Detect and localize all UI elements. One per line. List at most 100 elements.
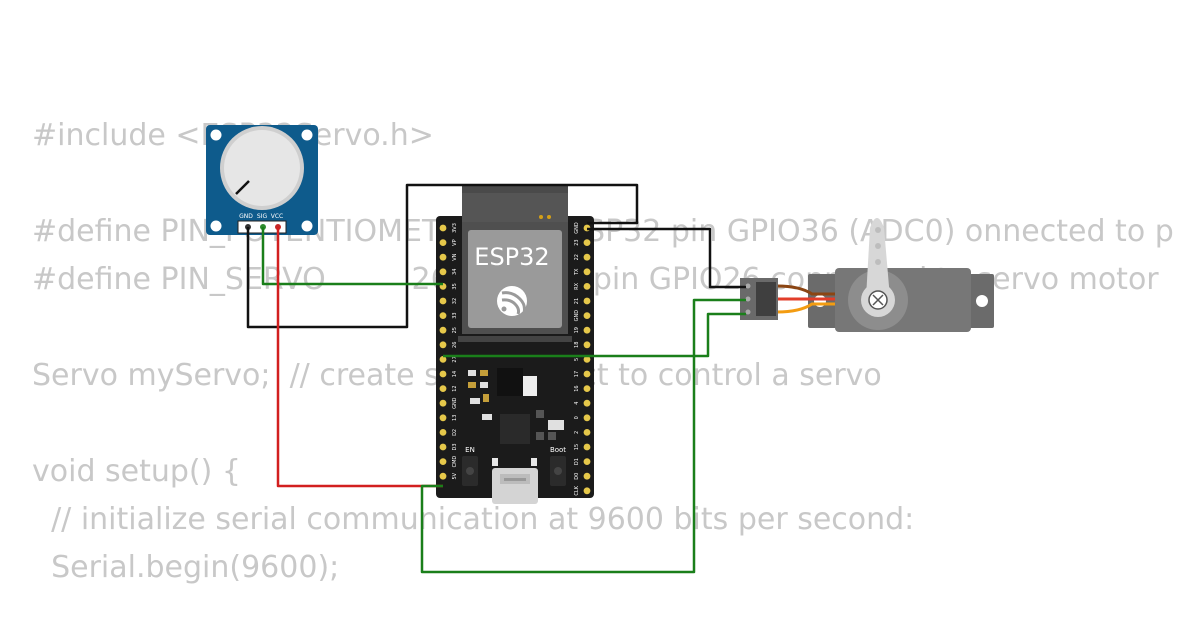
micro-usb-port[interactable] xyxy=(492,468,538,504)
header-pin[interactable] xyxy=(439,326,447,334)
header-pin[interactable] xyxy=(583,458,591,465)
header-pin[interactable] xyxy=(439,472,447,480)
pin-label: 32 xyxy=(452,298,458,304)
header-pin[interactable] xyxy=(583,297,591,305)
pin-label: TX xyxy=(574,268,580,276)
header-pin[interactable] xyxy=(439,356,447,363)
pin-label: GND xyxy=(574,222,580,234)
header-pin[interactable] xyxy=(583,487,591,495)
header-pin[interactable] xyxy=(439,385,447,392)
servo-pin-vcc[interactable] xyxy=(745,296,751,302)
pin-label: 15 xyxy=(574,444,580,450)
pin-label: 25 xyxy=(452,327,458,333)
header-pin[interactable] xyxy=(439,297,447,305)
wire-pot-signal[interactable] xyxy=(261,227,443,286)
pin-label: VN xyxy=(452,253,458,260)
servo-mount-hole xyxy=(976,295,988,307)
pin-label: D1 xyxy=(574,458,580,465)
pin-label: D2 xyxy=(452,429,458,436)
header-pin[interactable] xyxy=(583,283,591,290)
status-led xyxy=(531,458,537,466)
header-pin[interactable] xyxy=(583,414,591,422)
pin-label: 33 xyxy=(452,312,458,318)
pin-label: 26 xyxy=(452,342,458,348)
header-pin[interactable] xyxy=(583,312,591,319)
boot-button[interactable] xyxy=(550,456,566,486)
pot-pin-label-vcc: VCC xyxy=(271,213,283,220)
pin-label: 14 xyxy=(452,371,458,377)
header-pin[interactable] xyxy=(439,239,447,247)
header-pin[interactable] xyxy=(583,443,591,451)
pin-label: 16 xyxy=(574,385,580,391)
wire-pot-power[interactable] xyxy=(276,227,443,488)
potentiometer-knob[interactable] xyxy=(224,130,300,206)
pin-label: GND xyxy=(452,397,458,409)
header-pin[interactable] xyxy=(583,399,591,407)
pin-label: 21 xyxy=(574,298,580,304)
header-pin[interactable] xyxy=(583,472,591,480)
header-pin[interactable] xyxy=(439,341,447,349)
pin-label: 27 xyxy=(452,356,458,362)
header-pin[interactable] xyxy=(439,224,447,232)
header-pin[interactable] xyxy=(439,399,447,407)
header-pin[interactable] xyxy=(583,356,591,363)
pin-label: 17 xyxy=(574,371,580,377)
wire-servo-signal[interactable] xyxy=(443,312,746,358)
mount-hole xyxy=(301,129,313,141)
wire-servo-power[interactable] xyxy=(420,298,746,574)
wires xyxy=(246,183,746,574)
header-pin[interactable] xyxy=(439,443,447,451)
header-pin[interactable] xyxy=(583,326,591,334)
header-pin[interactable] xyxy=(439,458,447,465)
header-pin[interactable] xyxy=(583,385,591,392)
servo-motor[interactable] xyxy=(740,218,994,332)
esp32-board[interactable]: ESP32 EN Boot xyxy=(436,185,594,504)
wire-ground-servo[interactable] xyxy=(587,227,746,289)
esp32-shield xyxy=(468,230,562,328)
pin-label: RX xyxy=(574,282,580,289)
mount-hole xyxy=(210,129,222,141)
mount-hole xyxy=(210,220,222,232)
boot-label: Boot xyxy=(550,446,566,454)
esp32-chip-label: ESP32 xyxy=(474,243,549,271)
pin-label: D0 xyxy=(574,473,580,480)
header-pin[interactable] xyxy=(439,268,447,276)
servo-horn[interactable] xyxy=(866,218,890,298)
header-pin[interactable] xyxy=(583,341,591,349)
header-pin[interactable] xyxy=(583,429,591,436)
pin-label: 4 xyxy=(574,402,580,405)
pin-label: D3 xyxy=(452,443,458,450)
espressif-logo-icon xyxy=(497,286,527,316)
pin-label: 5 xyxy=(574,358,580,361)
pin-label: 35 xyxy=(452,283,458,289)
voltage-regulator xyxy=(497,368,523,396)
header-pin[interactable] xyxy=(583,268,591,276)
pin-label: VP xyxy=(452,239,458,245)
pin-label: CMD xyxy=(452,456,458,468)
servo-pin-signal[interactable] xyxy=(745,309,751,315)
header-pin[interactable] xyxy=(439,429,447,436)
pin-label: 0 xyxy=(574,416,580,419)
en-label: EN xyxy=(465,446,475,454)
servo-pin-gnd[interactable] xyxy=(745,283,751,289)
header-pin[interactable] xyxy=(439,312,447,319)
pin-label: CLK xyxy=(574,485,580,495)
header-pin[interactable] xyxy=(583,370,591,378)
header-pin[interactable] xyxy=(439,253,447,261)
en-button[interactable] xyxy=(462,456,478,486)
header-pin[interactable] xyxy=(439,370,447,378)
header-pin[interactable] xyxy=(583,253,591,261)
wire-ground-pot[interactable] xyxy=(246,183,639,329)
pin-label: 19 xyxy=(574,327,580,333)
servo-cable-orange xyxy=(776,302,835,314)
pot-pin-label-gnd: GND xyxy=(239,213,253,220)
potentiometer-module[interactable]: GND SIG VCC xyxy=(206,125,318,235)
code-line-serial-begin: Serial.begin(9600); xyxy=(32,550,340,585)
pot-pin-label-sig: SIG xyxy=(257,213,268,220)
header-pin[interactable] xyxy=(583,239,591,247)
pin-label: 18 xyxy=(574,342,580,348)
header-pin[interactable] xyxy=(439,414,447,422)
power-led xyxy=(492,458,498,466)
